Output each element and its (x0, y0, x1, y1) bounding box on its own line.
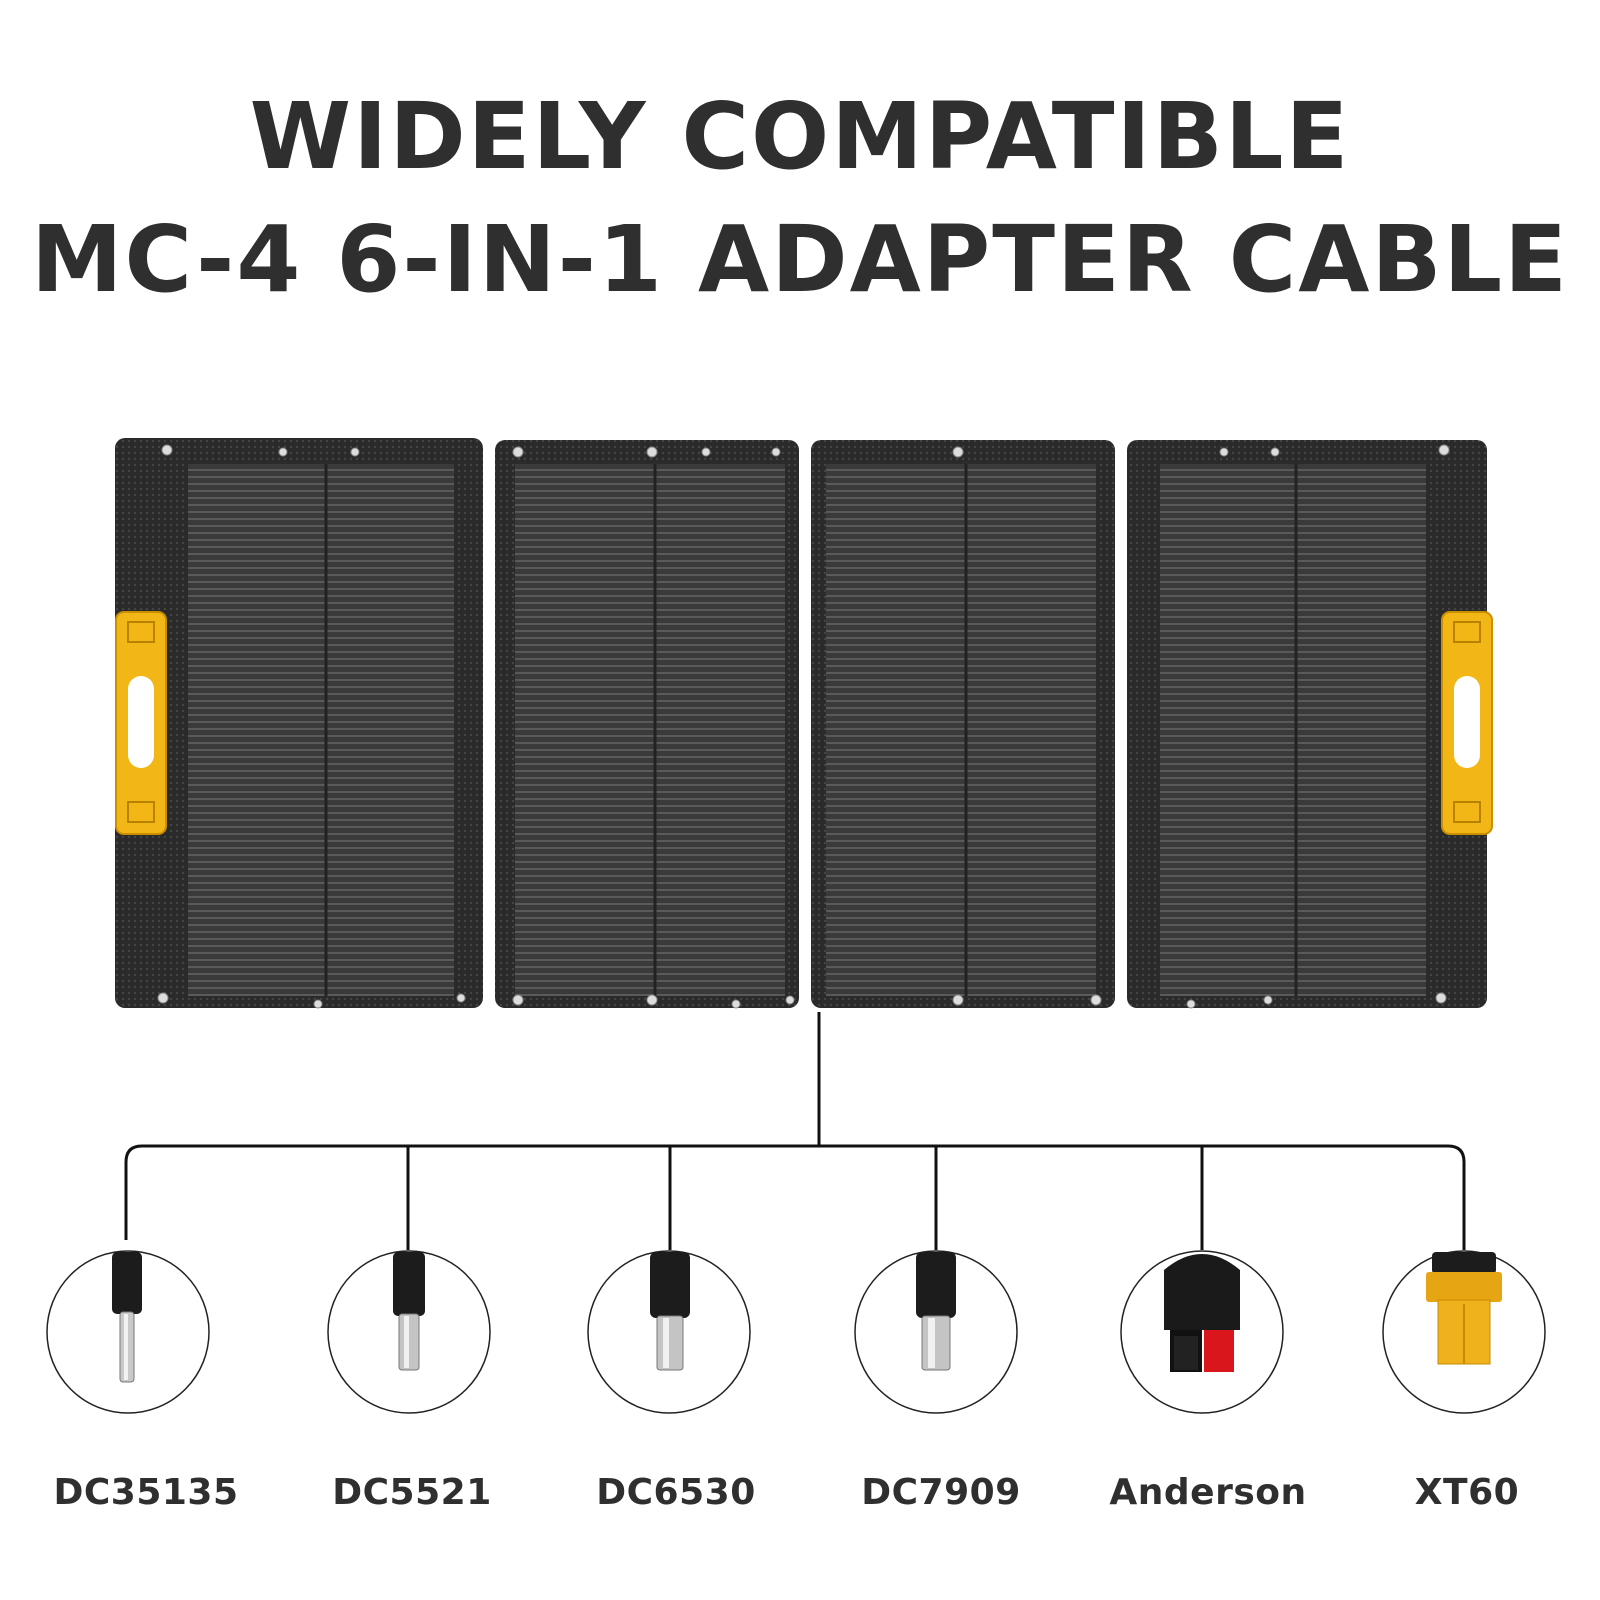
dc6530-plug-icon (650, 1252, 690, 1371)
panel-section-3 (811, 440, 1115, 1008)
connector-label-dc7909: DC7909 (861, 1472, 1021, 1513)
headline-line-2: MC-4 6-IN-1 ADAPTER CABLE (30, 206, 1570, 313)
panel-section-1 (115, 438, 483, 1008)
grommet-holes (157, 444, 1450, 1009)
panel-section-2 (495, 440, 799, 1008)
anderson-plug-icon (1164, 1254, 1240, 1372)
connector-label-xt60: XT60 (1414, 1472, 1520, 1513)
solar-panel (115, 438, 1493, 1009)
connector-label-dc6530: DC6530 (596, 1472, 756, 1513)
connector-circles (46, 1250, 1546, 1414)
headline-line-1: WIDELY COMPATIBLE (249, 83, 1351, 190)
dc35135-plug-icon (112, 1252, 142, 1383)
panel-section-4 (1127, 440, 1487, 1008)
dc5521-plug-icon (393, 1252, 425, 1371)
left-handle (115, 611, 167, 835)
connector-label-dc5521: DC5521 (332, 1472, 492, 1513)
right-handle (1441, 611, 1493, 835)
connector-label-dc35135: DC35135 (53, 1472, 239, 1513)
xt60-plug-icon (1426, 1252, 1502, 1365)
adapter-cable-tree (124, 1012, 1466, 1250)
connector-label-anderson: Anderson (1109, 1472, 1307, 1513)
dc7909-plug-icon (916, 1252, 956, 1371)
